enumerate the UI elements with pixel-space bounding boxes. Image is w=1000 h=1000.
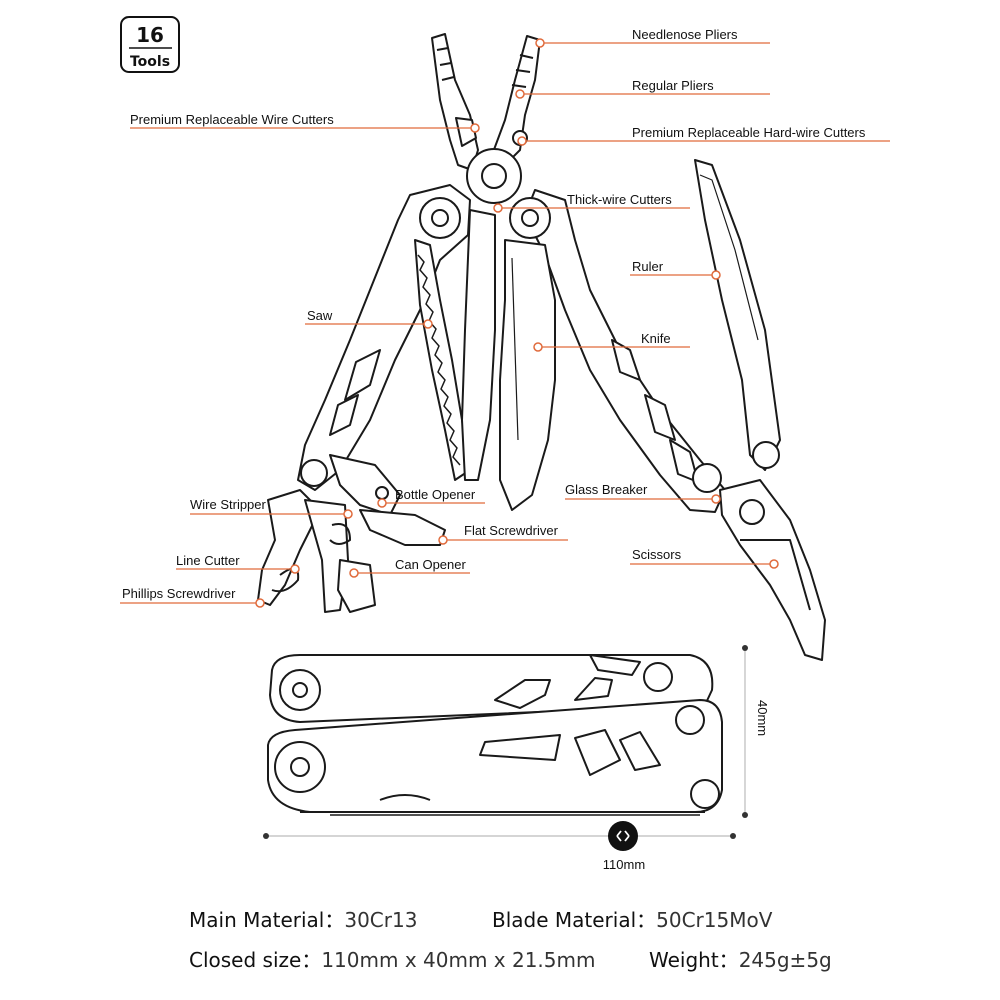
spec-closed-size-label: Closed size：	[189, 948, 322, 972]
badge-label: Tools	[130, 54, 170, 70]
spec-main-material-value: 30Cr13	[344, 908, 418, 932]
height-dimension-label: 40mm	[755, 700, 770, 736]
label-thick-wire-cutters: Thick-wire Cutters	[567, 192, 672, 207]
badge-count: 16	[136, 23, 164, 47]
label-hard-wire-cutters: Premium Replaceable Hard-wire Cutters	[632, 125, 866, 140]
callout-lines	[120, 42, 890, 604]
open-multitool-illustration	[257, 33, 826, 661]
spec-closed-size-value: 110mm x 40mm x 21.5mm	[321, 948, 596, 972]
callout-labels: Needlenose Pliers Regular Pliers Premium…	[122, 27, 866, 601]
spec-closed-size: Closed size：110mm x 40mm x 21.5mm	[189, 944, 595, 973]
label-phillips-screwdriver: Phillips Screwdriver	[122, 586, 236, 601]
label-needlenose-pliers: Needlenose Pliers	[632, 27, 738, 42]
width-arrows-icon	[616, 830, 630, 842]
label-regular-pliers: Regular Pliers	[632, 78, 714, 93]
width-dimension-end-left	[263, 833, 269, 839]
spec-blade-material-label: Blade Material：	[492, 908, 657, 932]
spec-weight: Weight：245g±5g	[649, 944, 832, 973]
dimension-markers: 40mm 110mm	[263, 645, 770, 872]
label-bottle-opener: Bottle Opener	[395, 487, 476, 502]
spec-main-material: Main Material：30Cr13	[189, 904, 417, 933]
height-dimension-end-bottom	[742, 812, 748, 818]
label-knife: Knife	[641, 331, 671, 346]
label-flat-screwdriver: Flat Screwdriver	[464, 523, 559, 538]
width-dimension-marker	[608, 821, 638, 851]
label-wire-stripper: Wire Stripper	[190, 497, 267, 512]
label-can-opener: Can Opener	[395, 557, 466, 572]
label-line-cutter: Line Cutter	[176, 553, 240, 568]
label-scissors: Scissors	[632, 547, 682, 562]
spec-blade-material: Blade Material：50Cr15MoV	[492, 904, 772, 933]
width-dimension-label: 110mm	[603, 857, 645, 872]
tool-count-badge: 16 Tools	[120, 16, 180, 73]
label-wire-cutters: Premium Replaceable Wire Cutters	[130, 112, 334, 127]
closed-multitool-illustration	[267, 654, 723, 816]
callout-markers	[255, 38, 779, 608]
spec-weight-label: Weight：	[649, 948, 739, 972]
spec-weight-value: 245g±5g	[738, 948, 832, 972]
label-saw: Saw	[307, 308, 333, 323]
label-glass-breaker: Glass Breaker	[565, 482, 648, 497]
label-ruler: Ruler	[632, 259, 664, 274]
spec-main-material-label: Main Material：	[189, 908, 345, 932]
height-dimension-end-top	[742, 645, 748, 651]
width-dimension-end-right	[730, 833, 736, 839]
spec-blade-material-value: 50Cr15MoV	[656, 908, 773, 932]
